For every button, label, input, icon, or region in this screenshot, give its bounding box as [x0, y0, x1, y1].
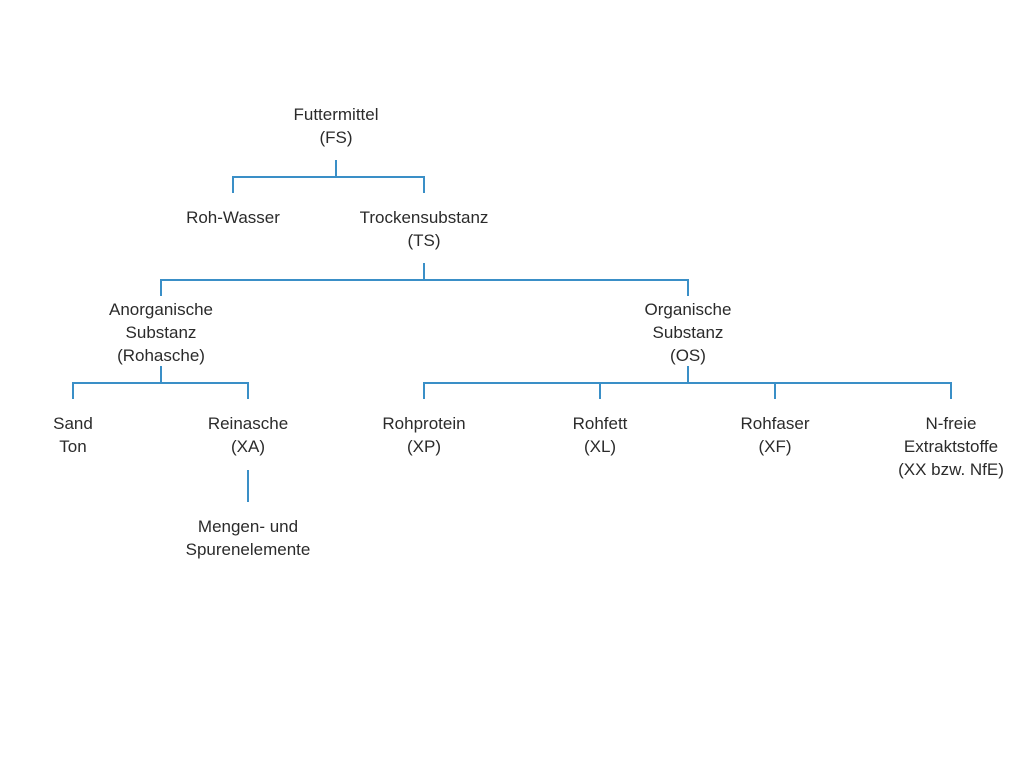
- node-rohprotein-abbr: (XP): [407, 437, 441, 456]
- node-sand-ton: Sand Ton: [0, 412, 173, 458]
- node-anorganische-abbr: (Rohasche): [117, 346, 205, 365]
- node-rohprotein-name: Rohprotein: [382, 414, 466, 433]
- node-sand-ton-line1: Sand: [53, 414, 93, 433]
- node-futtermittel: Futtermittel (FS): [236, 103, 436, 149]
- node-rohprotein: Rohprotein (XP): [324, 412, 524, 458]
- node-roh-wasser: Roh-Wasser: [133, 206, 333, 229]
- node-trockensubstanz-name: Trockensubstanz: [359, 208, 489, 227]
- node-organische-line1: Organische: [644, 300, 732, 319]
- node-sand-ton-line2: Ton: [59, 437, 87, 456]
- node-mengen-spurenelemente: Mengen- und Spurenelemente: [148, 515, 348, 561]
- node-organische-substanz: Organische Substanz (OS): [588, 298, 788, 367]
- node-organische-abbr: (OS): [670, 346, 706, 365]
- node-futtermittel-abbr: (FS): [319, 128, 353, 147]
- node-rohfett-abbr: (XL): [583, 437, 617, 456]
- node-mengen-line2: Spurenelemente: [185, 540, 311, 559]
- node-n-freie-line1: N-freie: [925, 414, 977, 433]
- node-rohfett: Rohfett (XL): [500, 412, 700, 458]
- node-n-freie-extraktstoffe: N-freie Extraktstoffe (XX bzw. NfE): [851, 412, 1024, 481]
- node-anorganische-substanz: Anorganische Substanz (Rohasche): [61, 298, 261, 367]
- node-trockensubstanz: Trockensubstanz (TS): [324, 206, 524, 252]
- node-reinasche-abbr: (XA): [231, 437, 265, 456]
- node-futtermittel-name: Futtermittel: [293, 105, 379, 124]
- node-rohfaser-abbr: (XF): [758, 437, 792, 456]
- node-mengen-line1: Mengen- und: [197, 517, 299, 536]
- node-roh-wasser-name: Roh-Wasser: [186, 208, 280, 227]
- node-anorganische-line2: Substanz: [125, 323, 197, 342]
- node-rohfaser-name: Rohfaser: [740, 414, 810, 433]
- node-reinasche: Reinasche (XA): [148, 412, 348, 458]
- node-rohfett-name: Rohfett: [572, 414, 628, 433]
- node-rohfaser: Rohfaser (XF): [675, 412, 875, 458]
- node-n-freie-abbr: (XX bzw. NfE): [898, 460, 1004, 479]
- node-reinasche-name: Reinasche: [207, 414, 289, 433]
- node-trockensubstanz-abbr: (TS): [407, 231, 441, 250]
- node-organische-line2: Substanz: [652, 323, 724, 342]
- node-n-freie-line2: Extraktstoffe: [903, 437, 999, 456]
- node-anorganische-line1: Anorganische: [109, 300, 213, 319]
